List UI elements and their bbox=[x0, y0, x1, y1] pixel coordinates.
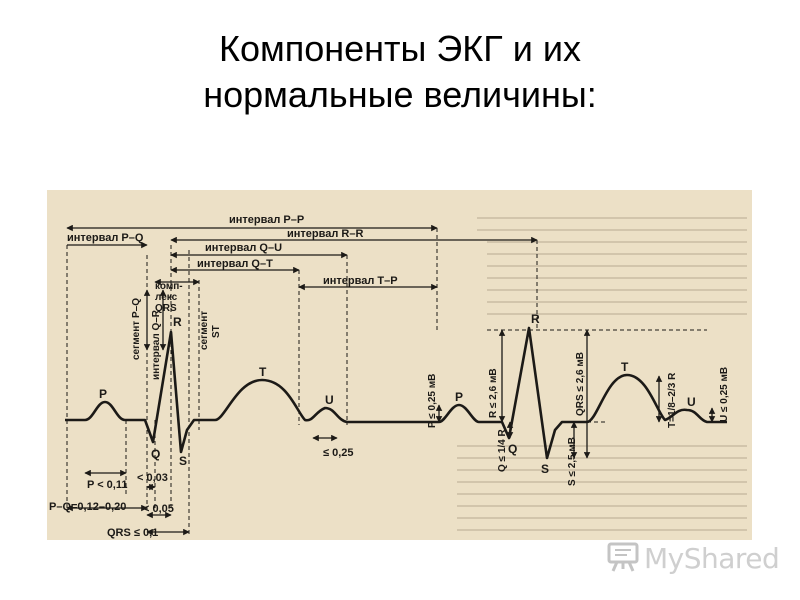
label-qrs-amplitude: QRS ≤ 2,6 мВ bbox=[575, 352, 586, 416]
label-u-amplitude: U ≤ 0,25 мВ bbox=[719, 367, 730, 422]
label-p-amplitude: P ≤ 0,25 мВ bbox=[427, 374, 438, 428]
wave-label-t: T bbox=[259, 365, 267, 379]
presentation-board-icon bbox=[606, 539, 640, 578]
label-interval-rr: интервал R–R bbox=[287, 228, 363, 240]
wave-labels: P Q R S T U P Q R S T U bbox=[99, 312, 696, 476]
title-line-2: нормальные величины: bbox=[203, 74, 597, 115]
label-qrs-duration: QRS ≤ 0,1 bbox=[107, 527, 158, 539]
wave-label-t2: T bbox=[621, 360, 629, 374]
label-segment-pq: сегмент P–Q bbox=[131, 298, 142, 360]
wave-label-s: S bbox=[179, 454, 187, 468]
ecg-trace bbox=[65, 326, 727, 460]
wave-label-p2: P bbox=[455, 390, 463, 404]
wave-label-s2: S bbox=[541, 462, 549, 476]
duration-labels: P < 0,11 < 0,03 P–Q=0,12–0,20 < 0,05 QRS… bbox=[49, 447, 354, 539]
label-interval-tp: интервал T–P bbox=[323, 275, 398, 287]
watermark: MyShared bbox=[606, 539, 780, 578]
segment-labels: сегмент P–Q интервал Q–R сегмент ST bbox=[131, 298, 222, 380]
wave-label-u: U bbox=[325, 393, 334, 407]
complex-qrs-label: комп- лекс QRS bbox=[155, 281, 183, 314]
label-complex-1: комп- bbox=[155, 281, 183, 292]
label-q-amplitude: Q ≤ 1/4 R bbox=[497, 428, 508, 472]
ecg-diagram: интервал P–P интервал P–Q интервал R–R и… bbox=[47, 190, 752, 540]
label-interval-qt: интервал Q–T bbox=[197, 258, 273, 270]
watermark-text: MyShared bbox=[644, 541, 780, 575]
label-complex-3: QRS bbox=[155, 303, 177, 314]
label-segment-st-2: ST bbox=[211, 325, 222, 338]
label-interval-pq: интервал P–Q bbox=[67, 232, 144, 244]
wave-label-r2: R bbox=[531, 312, 540, 326]
label-p-duration: P < 0,11 bbox=[87, 479, 127, 491]
amplitude-arrows bbox=[435, 329, 716, 459]
background-text-texture bbox=[457, 217, 747, 531]
amplitude-labels: P ≤ 0,25 мВ R ≤ 2,6 мВ Q ≤ 1/4 R QRS ≤ 2… bbox=[427, 352, 730, 486]
label-s-amplitude: S ≤ 2,5 мВ bbox=[567, 437, 578, 486]
title-line-1: Компоненты ЭКГ и их bbox=[219, 28, 581, 69]
label-complex-2: лекс bbox=[155, 292, 178, 303]
interval-arrows bbox=[66, 224, 538, 351]
label-segment-st-1: сегмент bbox=[199, 311, 210, 350]
label-interval-qu: интервал Q–U bbox=[205, 242, 282, 254]
label-pq-total: P–Q=0,12–0,20 bbox=[49, 501, 126, 513]
wave-label-p: P bbox=[99, 387, 107, 401]
label-u-duration: ≤ 0,25 bbox=[323, 447, 354, 459]
label-r-amplitude: R ≤ 2,6 мВ bbox=[488, 368, 499, 418]
duration-arrows bbox=[66, 434, 338, 536]
label-interval-qr: интервал Q–R bbox=[151, 309, 162, 380]
wave-label-q2: Q bbox=[508, 442, 517, 456]
label-t-amplitude: T=1/8–2/3 R bbox=[667, 372, 678, 428]
label-qr-duration: < 0,03 bbox=[137, 472, 168, 484]
interval-labels: интервал P–P интервал P–Q интервал R–R и… bbox=[67, 214, 398, 287]
wave-label-u2: U bbox=[687, 395, 696, 409]
slide-title: Компоненты ЭКГ и их нормальные величины: bbox=[0, 26, 800, 118]
wave-label-q: Q bbox=[151, 447, 160, 461]
label-interval-pp: интервал P–P bbox=[229, 214, 304, 226]
wave-label-r: R bbox=[173, 315, 182, 329]
ecg-svg: интервал P–P интервал P–Q интервал R–R и… bbox=[49, 214, 747, 539]
label-qr-interval: < 0,05 bbox=[143, 503, 174, 515]
